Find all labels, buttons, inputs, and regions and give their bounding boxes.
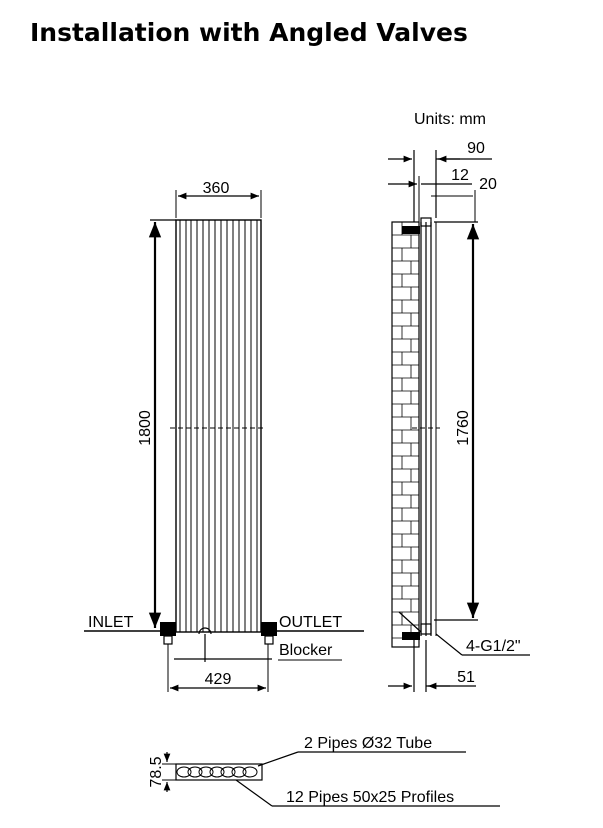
page-title: Installation with Angled Valves <box>30 18 468 47</box>
blocker-label: Blocker <box>279 642 333 659</box>
valves-front <box>84 622 364 662</box>
height-label: 1800 <box>137 410 154 446</box>
bracket-top <box>402 226 420 234</box>
radiator-front-body <box>170 219 266 633</box>
plan-profile-pipes <box>176 766 258 778</box>
outlet-label: OUTLET <box>279 614 342 631</box>
bottom-label: 51 <box>457 669 475 686</box>
side-height-label: 1760 <box>455 410 472 446</box>
offset-20-label: 20 <box>479 176 497 193</box>
plan-depth-label: 78.5 <box>148 756 165 787</box>
inlet-label: INLET <box>88 614 134 631</box>
profiles-label: 12 Pipes 50x25 Profiles <box>286 789 454 806</box>
connection-label: 4-G1/2" <box>466 638 521 655</box>
plan-view: 78.5 2 Pipes Ø32 Tube 12 Pipes 50x25 Pro… <box>148 735 500 807</box>
front-view: 360 1800 INLET OUTLET Blocker <box>84 180 364 692</box>
dimension-bottom-51: 51 <box>388 640 476 692</box>
dimension-offset-12: 12 <box>388 167 472 222</box>
width-label: 360 <box>203 180 230 197</box>
bracket-bottom <box>402 632 420 640</box>
offset-12-label: 12 <box>451 167 469 184</box>
dimension-height-1760: 1760 <box>434 221 480 621</box>
units-label: Units: mm <box>414 111 486 128</box>
dimension-depth-90: 90 <box>388 140 492 222</box>
side-view: Units: mm 90 <box>388 111 530 692</box>
dimension-offset-20: 20 <box>431 176 497 222</box>
dimension-valve-spacing-429: 429 <box>167 644 269 692</box>
valve-spacing-label: 429 <box>205 671 232 688</box>
wall-brick <box>391 221 420 648</box>
plan-profile-outline <box>175 763 263 781</box>
tube-label: 2 Pipes Ø32 Tube <box>304 735 432 752</box>
radiator-side-body <box>412 217 440 636</box>
dimension-width-360: 360 <box>175 180 262 218</box>
dimension-height-1800: 1800 <box>137 219 176 628</box>
depth-label: 90 <box>467 140 485 157</box>
